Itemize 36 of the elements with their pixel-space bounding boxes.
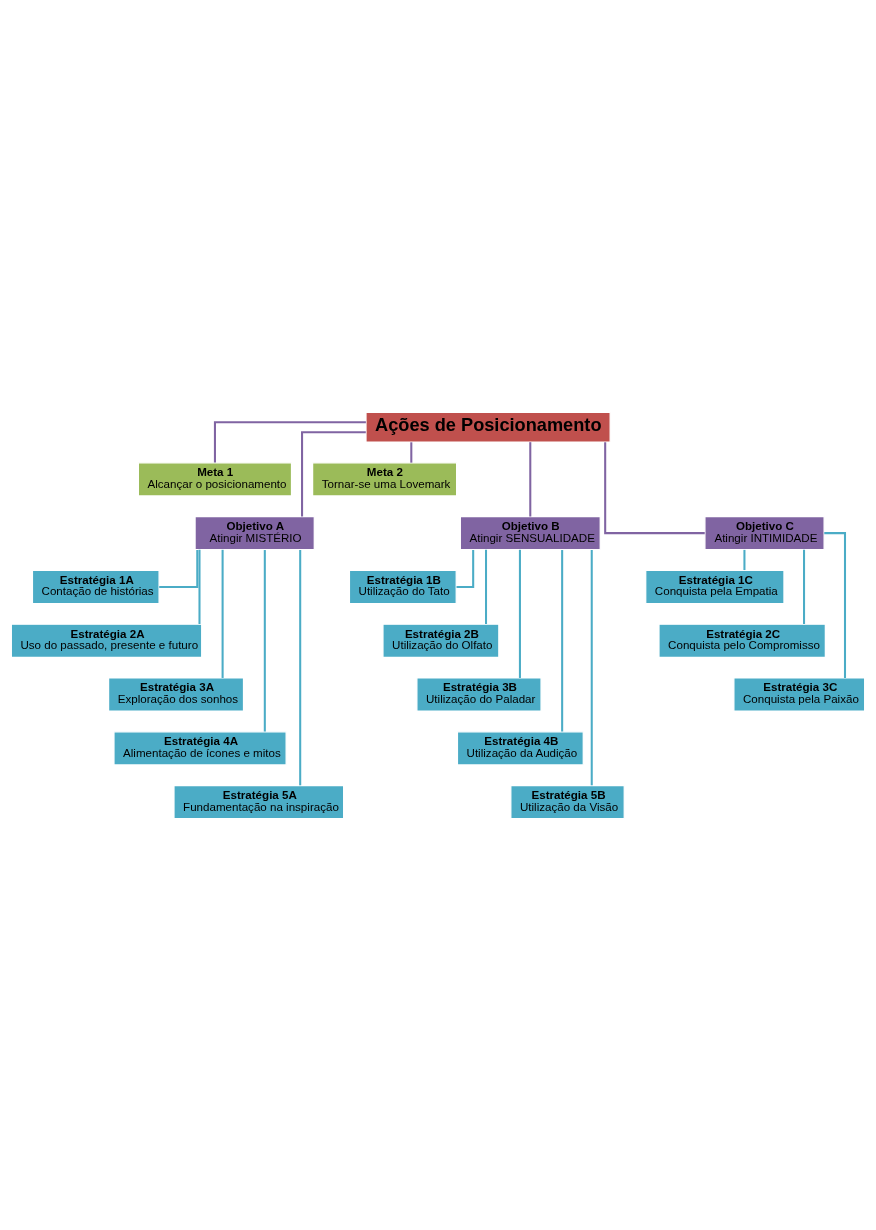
connector	[159, 549, 199, 588]
node-box: Estratégia 2B Utilização do Olfato	[382, 623, 500, 658]
node-box: Objetivo A Atingir MISTÉRIO	[194, 515, 315, 550]
node-box: Estratégia 5A Fundamentação na inspiração	[173, 784, 345, 819]
node-box: Meta 1 Alcançar o posicionamento	[137, 461, 293, 496]
connector	[213, 420, 366, 462]
connector	[263, 549, 266, 732]
node-box: Estratégia 3C Conquista pela Paixão	[733, 676, 866, 712]
connector	[299, 549, 302, 785]
connector	[529, 441, 532, 517]
node-box: Estratégia 4A Alimentação de ícones e mitos	[113, 730, 287, 765]
connector	[604, 441, 705, 534]
node-box: Ações de Posicionamento	[365, 411, 611, 443]
connector	[301, 430, 366, 516]
node-box: Estratégia 1A Contação de histórias	[31, 569, 160, 604]
connector	[198, 549, 201, 624]
connector	[518, 549, 521, 678]
node-box: Estratégia 3A Exploração dos sonhos	[107, 676, 245, 712]
node-box: Estratégia 1B Utilização do Tato	[348, 569, 457, 604]
connector	[743, 549, 746, 570]
node-box: Estratégia 5B Utilização da Visão	[510, 784, 625, 819]
node-box: Objetivo C Atingir INTIMIDADE	[704, 515, 825, 550]
connector	[410, 441, 413, 463]
connector	[824, 531, 847, 678]
node-box: Objetivo B Atingir SENSUALIDADE	[459, 515, 601, 550]
node-box: Meta 2 Tornar-se uma Lovemark	[312, 461, 458, 496]
node-box: Estratégia 2C Conquista pelo Compromisso	[658, 623, 826, 658]
connector	[221, 549, 224, 678]
node-box: Estratégia 3B Utilização do Paladar	[416, 676, 542, 712]
connector	[590, 549, 593, 785]
node-box: Estratégia 2A Uso do passado, presente e futuro	[10, 623, 203, 658]
node-box: Estratégia 4B Utilização da Audição	[456, 730, 584, 765]
node-box: Estratégia 1C Conquista pela Empatia	[645, 569, 785, 604]
connector	[803, 549, 806, 624]
connector	[561, 549, 564, 732]
connector	[484, 549, 488, 624]
